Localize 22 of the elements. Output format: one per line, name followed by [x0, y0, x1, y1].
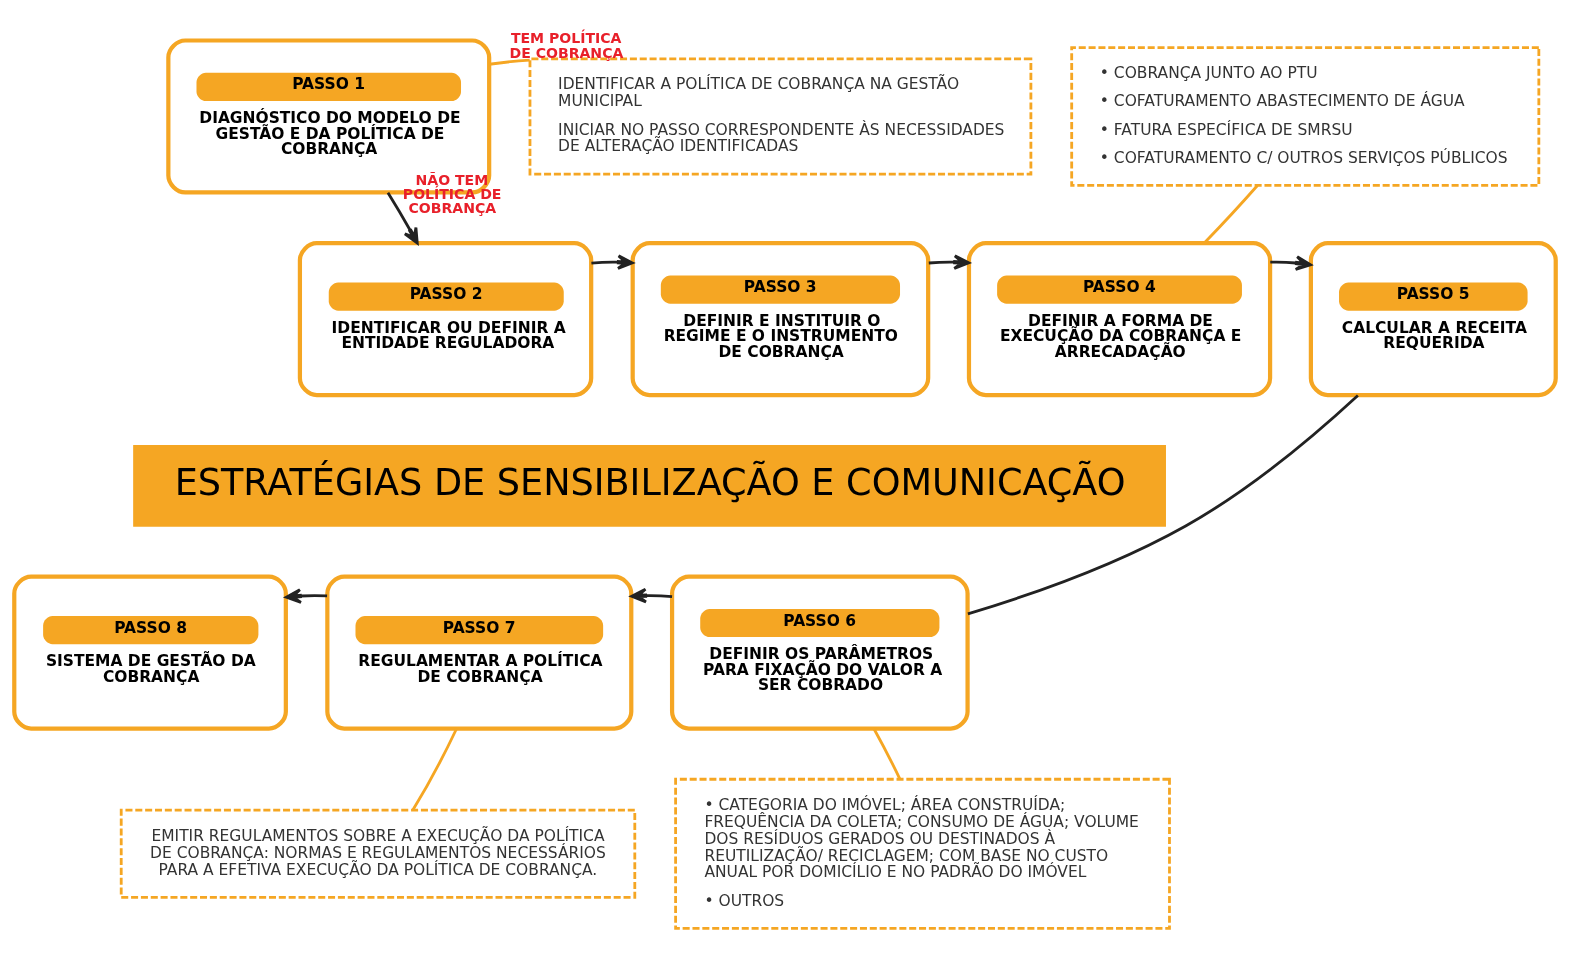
- node-box: ESTRATÉGIAS DE SENSIBILIZAÇÃO E COMUNICAÇÃO: [133, 445, 1166, 527]
- node-box: PASSO 2 IDENTIFICAR OU DEFINIR A ENTIDADE REGULADORA: [297, 241, 594, 398]
- node-box: PASSO 8 SISTEMA DE GESTÃO DA COBRANÇA: [12, 574, 288, 731]
- connector: [411, 728, 458, 811]
- node-box: EMITIR REGULAMENTOS SOBRE A EXECUÇÃO DA POLÍTICA DE COBRANÇA: NORMAS E REGULAMENTOS NECESSÁRIOS PARA A EFETIVA EXECUÇÃO DA POLÍTICA DE COBRANÇA.: [119, 808, 637, 899]
- connector: [489, 58, 530, 66]
- node-box: PASSO 3 DEFINIR E INSTITUIR O REGIME E O INSTRUMENTO DE COBRANÇA: [630, 241, 931, 398]
- arrow: [591, 254, 634, 270]
- arrow: [285, 588, 328, 604]
- arrow: [630, 587, 673, 604]
- node-box: • COBRANÇA JUNTO AO PTU • COFATURAMENTO ABASTECIMENTO DE ÁGUA • FATURA ESPECÍFICA DE SMRSU • COFATURAMENTO C/ OUTROS SERVIÇOS PÚBLICOS: [1070, 46, 1541, 187]
- node-box: • CATEGORIA DO IMÓVEL; ÁREA CONSTRUÍDA; FREQUÊNCIA DA COLETA; CONSUMO DE ÁGUA; VOLUME DOS RESÍDUOS GERADOS OU DESTINADOS À REUTILIZAÇÃO/ RECICLAGEM; COM BASE NO CUSTO ANUAL POR DOMICÍLIO E NO PADRÃO DO IMÓVEL • OUTROS: [674, 777, 1171, 930]
- node-box: PASSO 6 DEFINIR OS PARÂMETROS PARA FIXAÇÃO DO VALOR A SER COBRADO: [669, 574, 970, 731]
- arrow: [928, 254, 971, 270]
- node-box: PASSO 7 REGULAMENTAR A POLÍTICA DE COBRANÇA: [325, 574, 634, 731]
- node-box: PASSO 5 CALCULAR A RECEITA REQUERIDA: [1308, 241, 1558, 398]
- connector: [967, 394, 1359, 616]
- node-box: PASSO 4 DEFINIR A FORMA DE EXECUÇÃO DA COBRANÇA E ARRECADAÇÃO: [966, 241, 1273, 398]
- arrow: [386, 192, 419, 245]
- arrow: [1270, 255, 1312, 271]
- connector: [872, 728, 901, 780]
- connector: [1203, 184, 1259, 244]
